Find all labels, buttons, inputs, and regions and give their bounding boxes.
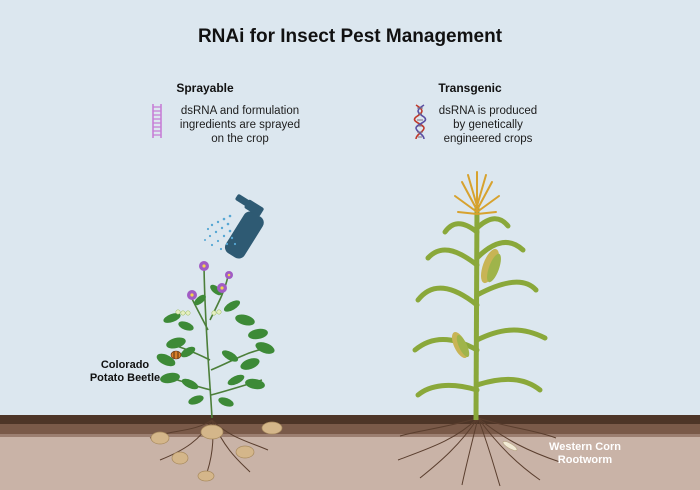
sprayable-heading: Sprayable xyxy=(176,81,234,95)
label-line: Colorado xyxy=(100,359,150,371)
colorado-potato-beetle-label: Colorado Potato Beetle xyxy=(70,359,180,385)
potato-plant xyxy=(149,261,283,482)
sprayable-description: dsRNA and formulation ingredients are sp… xyxy=(165,104,315,146)
dsrna-ladder-icon xyxy=(152,104,162,138)
transgenic-description-line: engineered crops xyxy=(443,133,533,145)
corn-tassel xyxy=(454,171,500,215)
transgenic-description-line: dsRNA is produced xyxy=(438,105,538,117)
corn-ears xyxy=(451,248,501,358)
transgenic-heading: Transgenic xyxy=(438,81,502,95)
transgenic-description-line: by genetically xyxy=(453,119,523,131)
sprayable-description-line: ingredients are sprayed xyxy=(179,119,301,131)
transgenic-description: dsRNA is produced by genetically enginee… xyxy=(428,104,548,146)
corn-plant xyxy=(397,171,561,487)
sprayable-description-line: on the crop xyxy=(211,133,269,145)
label-line: Western Corn xyxy=(549,441,621,453)
spray-mist xyxy=(204,214,237,251)
sprayable-description-line: dsRNA and formulation xyxy=(180,105,300,117)
label-line: Rootworm xyxy=(557,454,613,466)
western-corn-rootworm-label: Western Corn Rootworm xyxy=(530,441,640,467)
diagram-title: RNAi for Insect Pest Management xyxy=(197,26,503,47)
colorado-potato-beetle-icon xyxy=(170,350,182,360)
dna-helix-icon xyxy=(413,104,427,140)
soil xyxy=(0,415,700,490)
label-line: Potato Beetle xyxy=(89,372,161,384)
western-corn-rootworm-icon xyxy=(502,441,518,451)
spray-bottle-icon xyxy=(204,194,264,259)
